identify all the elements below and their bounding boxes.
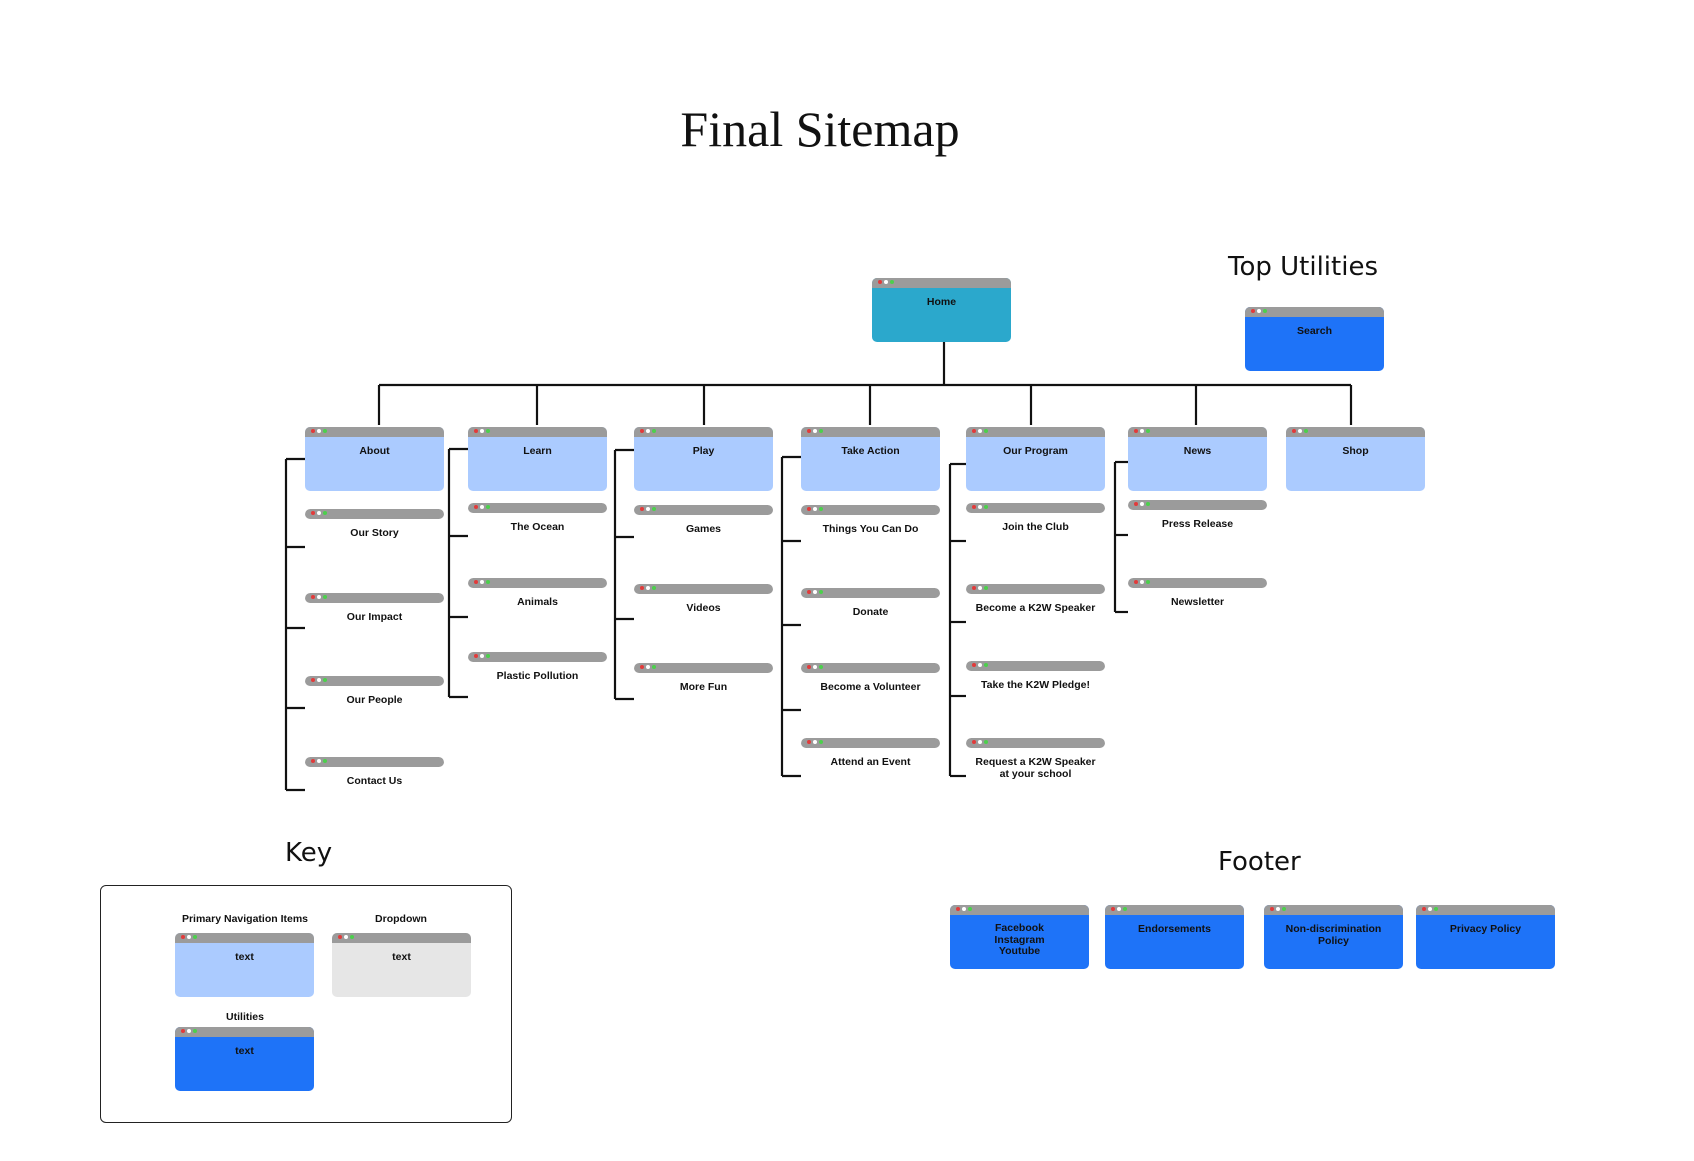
nav-label: Learn [523, 445, 552, 457]
utility-search: Search [1245, 307, 1384, 371]
footer-privacy: Privacy Policy [1416, 905, 1555, 969]
key-sample-label: text [235, 1045, 254, 1057]
dropdown-label: Our Story [350, 527, 399, 539]
dropdown-item: Request a K2W Speaker at your school [966, 738, 1105, 786]
dropdown-item: Join the Club [966, 503, 1105, 543]
dropdown-label: Our People [346, 694, 403, 706]
footer-non-discrimination: Non-discrimination Policy [1264, 905, 1403, 969]
dropdown-item: Become a K2W Speaker [966, 584, 1105, 624]
dropdown-label: Our Impact [346, 611, 403, 623]
dropdown-item: Animals [468, 578, 607, 618]
dropdown-label: Plastic Pollution [496, 670, 579, 682]
dropdown-label: Request a K2W Speaker at your school [975, 756, 1096, 780]
dropdown-item: Our Story [305, 509, 444, 549]
nav-shop: Shop [1286, 427, 1425, 491]
dropdown-label: Things You Can Do [822, 523, 919, 535]
dropdown-item: Things You Can Do [801, 505, 940, 545]
nav-news: News [1128, 427, 1267, 491]
key-dropdown-sample: text [332, 933, 471, 997]
dropdown-item: Donate [801, 588, 940, 628]
nav-take-action: Take Action [801, 427, 940, 491]
dropdown-label: Take the K2W Pledge! [981, 679, 1090, 691]
dropdown-label: Animals [517, 596, 558, 608]
dropdown-item: Take the K2W Pledge! [966, 661, 1105, 701]
footer-title: Footer [1218, 847, 1301, 877]
dropdown-label: Become a K2W Speaker [975, 602, 1096, 614]
footer-label: Facebook Instagram Youtube [994, 922, 1045, 957]
home-label: Home [926, 296, 957, 308]
footer-label: Privacy Policy [1449, 923, 1522, 935]
dropdown-label: More Fun [679, 681, 728, 693]
key-box [100, 885, 512, 1123]
dropdown-label: Videos [686, 602, 721, 614]
nav-label: Take Action [841, 445, 900, 457]
nav-label: Shop [1342, 445, 1369, 457]
nav-play: Play [634, 427, 773, 491]
dropdown-item: Videos [634, 584, 773, 624]
dropdown-label: Become a Volunteer [820, 681, 921, 693]
key-utilities-sample: text [175, 1027, 314, 1091]
key-title: Key [285, 838, 333, 868]
footer-label: Endorsements [1138, 923, 1211, 935]
dropdown-label: Press Release [1161, 518, 1234, 530]
dropdown-item: Our People [305, 676, 444, 716]
key-sample-label: text [235, 951, 254, 963]
key-primary-caption: Primary Navigation Items [181, 913, 309, 925]
dropdown-label: Newsletter [1170, 596, 1225, 608]
dropdown-item: Our Impact [305, 593, 444, 633]
dropdown-item: Press Release [1128, 500, 1267, 540]
top-utilities-title: Top Utilities [1228, 252, 1378, 282]
nav-label: Our Program [1003, 445, 1068, 457]
dropdown-label: The Ocean [510, 521, 565, 533]
dropdown-item: Games [634, 505, 773, 545]
dropdown-item: Newsletter [1128, 578, 1267, 618]
page-title: Final Sitemap [680, 101, 960, 157]
home-node: Home [872, 278, 1011, 342]
dropdown-item: More Fun [634, 663, 773, 703]
key-dropdown-caption: Dropdown [375, 913, 427, 925]
dropdown-label: Attend an Event [830, 756, 911, 768]
nav-our-program: Our Program [966, 427, 1105, 491]
dropdown-item: Plastic Pollution [468, 652, 607, 692]
key-sample-label: text [392, 951, 411, 963]
key-utilities-caption: Utilities [226, 1011, 264, 1023]
footer-social: Facebook Instagram Youtube [950, 905, 1089, 969]
nav-label: News [1183, 445, 1212, 457]
dropdown-item: Become a Volunteer [801, 663, 940, 703]
nav-label: Play [692, 445, 715, 457]
nav-label: About [359, 445, 390, 457]
utility-label: Search [1296, 325, 1333, 337]
dropdown-item: Contact Us [305, 757, 444, 797]
dropdown-label: Donate [852, 606, 889, 618]
dropdown-label: Join the Club [1002, 521, 1069, 533]
nav-learn: Learn [468, 427, 607, 491]
nav-about: About [305, 427, 444, 491]
footer-label: Non-discrimination Policy [1285, 923, 1382, 947]
footer-endorsements: Endorsements [1105, 905, 1244, 969]
dropdown-label: Games [685, 523, 722, 535]
dropdown-item: Attend an Event [801, 738, 940, 778]
dropdown-label: Contact Us [346, 775, 403, 787]
dropdown-item: The Ocean [468, 503, 607, 543]
window-chrome-bar [872, 278, 1011, 288]
key-primary-sample: text [175, 933, 314, 997]
